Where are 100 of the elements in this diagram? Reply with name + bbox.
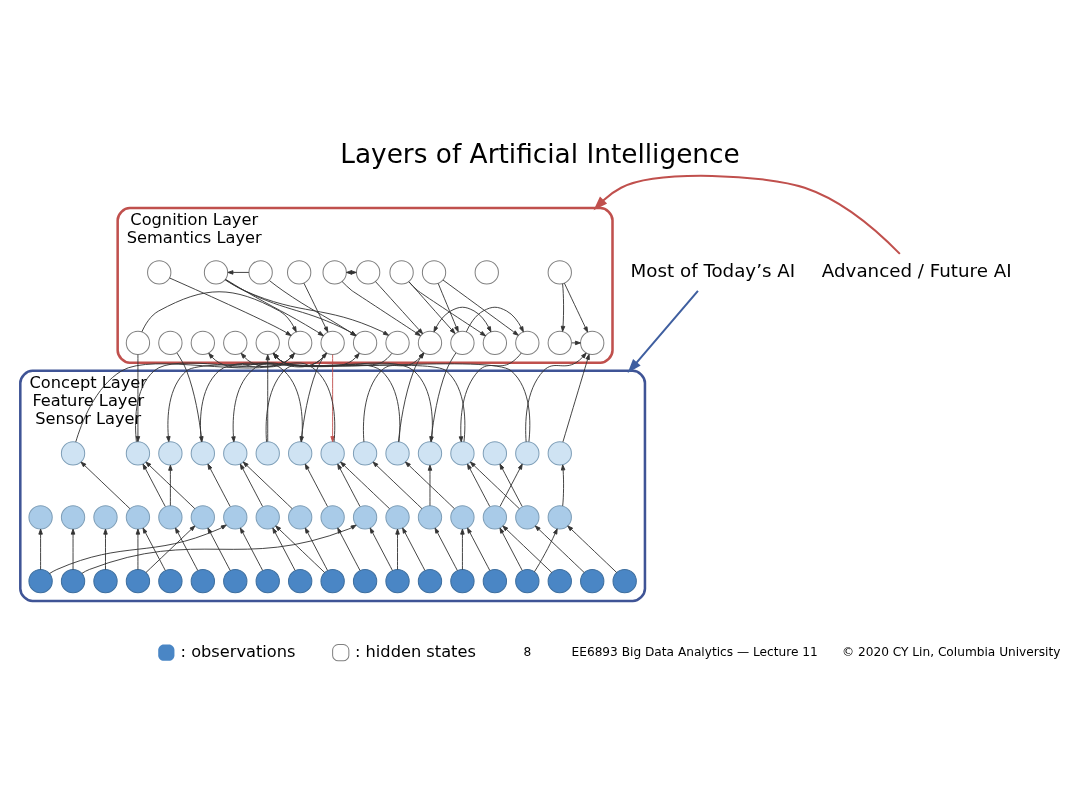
arrow [627,289,699,373]
node-circle [125,568,151,593]
node-circle [482,440,508,466]
label: EE6893 Big Data Analytics — Lecture 11 [571,644,818,659]
node-circle [515,330,540,355]
arrow [467,527,491,571]
node-circle [203,259,229,285]
node-circle [125,330,151,355]
arrow [560,463,566,506]
arrow [337,527,361,571]
arrow [433,306,492,332]
node-circle [320,504,345,529]
arrow [442,279,519,336]
arrow [175,527,199,571]
arrow [265,353,270,442]
arrow [372,461,423,509]
arrow [340,461,390,509]
node-circle [355,259,381,285]
node-circle [580,568,605,593]
diagram-title: Layers of Artificial Intelligence [340,138,740,169]
arrow [304,463,328,507]
arrow [434,527,458,571]
arrow [460,528,465,570]
node-circle [417,568,443,593]
node-circle [223,504,248,529]
arrow [395,528,400,570]
arrow [145,461,196,509]
arrow [145,524,196,573]
node-circle [352,568,378,593]
node-circle [125,504,151,529]
arrow [402,527,426,571]
node-circle [450,330,475,355]
node-circle [580,330,605,355]
arrow [239,463,264,507]
arrow [224,278,357,336]
legend-label: : observations [180,641,296,661]
node-circle [223,568,248,593]
arrow [533,527,558,572]
arrow [142,527,166,571]
arrow [437,282,459,332]
arrow [142,463,166,507]
node-circle [93,504,118,529]
node-circle [389,259,414,285]
arrow [269,279,357,336]
node-circle [547,259,572,285]
arrow [502,524,553,573]
node-circle [320,330,345,355]
arrow [227,269,250,275]
arrow [80,461,131,509]
node-circle [385,330,410,355]
node-circle [158,504,183,529]
arrow [169,277,292,336]
arrow [239,527,264,571]
node-circle [158,568,183,593]
arrow [567,524,618,573]
arrow [560,282,566,332]
cluster: Cognition Layer Semantics Layer [116,206,614,364]
node-circle [248,259,273,285]
arrow [242,461,293,509]
arrow [405,461,455,509]
arrow [70,528,76,570]
node-circle [255,440,280,466]
arrow [337,463,361,507]
node-circle [288,504,313,529]
arrow [303,282,329,333]
arrow [499,527,523,571]
node-circle [322,259,347,285]
node-circle [547,330,572,355]
node-circle [421,259,447,285]
arrow [465,306,524,332]
arrow [330,353,335,442]
node-circle [417,330,443,355]
arrow [525,352,587,442]
node-circle [28,568,53,593]
node-circle [612,568,637,593]
node-circle [287,259,312,285]
arrow [103,528,108,570]
node-circle [482,568,508,593]
arrow [38,528,43,570]
arrow [375,280,424,334]
arrow [275,524,326,573]
arrow [571,340,581,345]
arrow [534,524,585,573]
node-circle [190,330,215,355]
node-circle [28,504,53,529]
node-circle [288,440,313,466]
arrow [49,524,227,574]
arrow [272,527,296,571]
node-circle [417,504,443,529]
node-circle [190,440,215,466]
node-circle [158,440,183,466]
node-circle [93,568,118,593]
arrow [458,352,522,442]
arrow [562,353,590,442]
node-circle [417,440,443,466]
node-text: Most of Today’s AI [630,259,796,281]
node-circle [450,568,475,593]
arrow [467,463,491,507]
arrow [135,528,141,570]
node-circle [223,330,248,355]
